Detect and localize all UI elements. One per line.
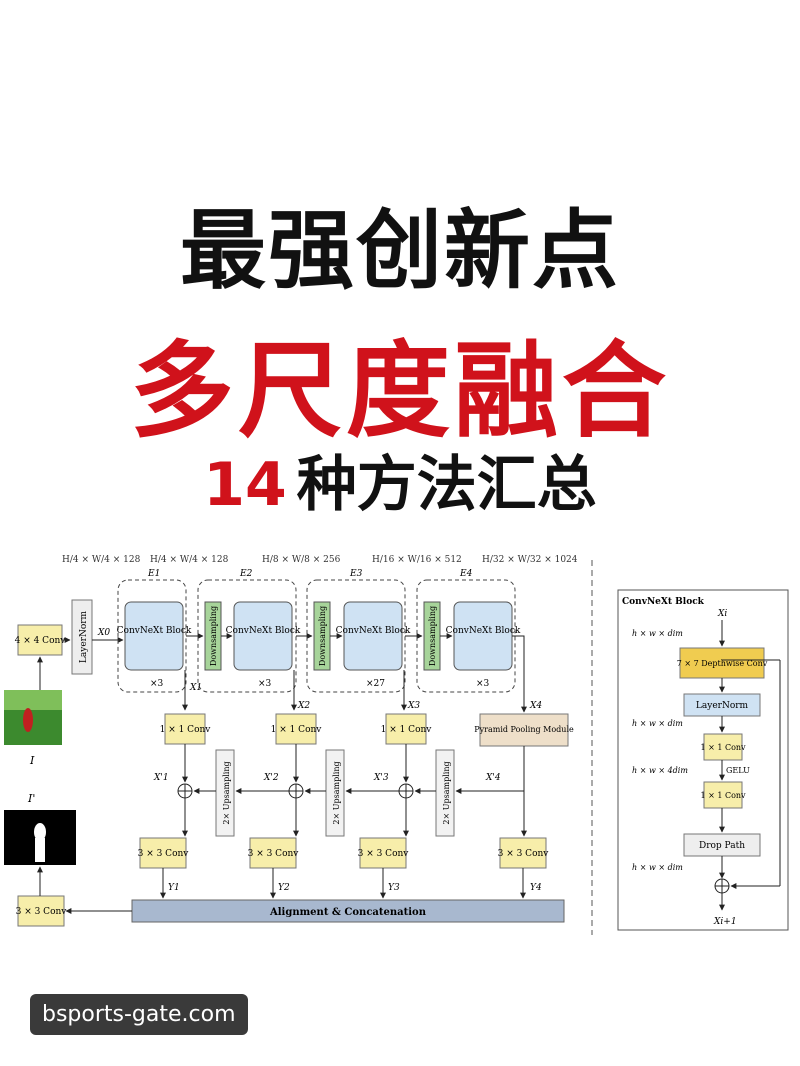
architecture-diagram: H/4 × W/4 × 128 H/4 × W/4 × 128 H/8 × W/… bbox=[4, 555, 789, 935]
conv3x3-3 bbox=[359, 837, 407, 869]
conv3x3-2 bbox=[249, 837, 297, 869]
block-label: ConvNeXt Block bbox=[117, 626, 192, 636]
gelu-label: GELU bbox=[726, 766, 750, 775]
conv1x1-3 bbox=[385, 713, 427, 745]
xp-label: X'3 bbox=[373, 773, 389, 783]
conv3x3-label: 3 × 3 Conv bbox=[358, 849, 410, 859]
alignment-label: Alignment & Concatenation bbox=[269, 907, 427, 918]
panel-conv-label: 1 × 1 Conv bbox=[700, 791, 746, 800]
encoder-stage-2 bbox=[197, 579, 297, 693]
panel-add-node bbox=[714, 878, 730, 894]
dim-label: h × w × dim bbox=[632, 629, 683, 638]
headline-topic: 多尺度融合 bbox=[129, 330, 670, 452]
upsampling-3 bbox=[435, 749, 455, 837]
block-label: ConvNeXt Block bbox=[446, 626, 521, 636]
conv3x3-4 bbox=[499, 837, 547, 869]
x-label: X3 bbox=[407, 701, 420, 711]
dim-label: H/32 × W/32 × 1024 bbox=[482, 555, 578, 565]
x-label: X1 bbox=[189, 683, 202, 693]
y-label: Y4 bbox=[530, 883, 542, 893]
add-node bbox=[177, 783, 193, 799]
upsampling-label: 2× Upsampling bbox=[332, 761, 341, 824]
depthwise-label: 7 × 7 Depthwise Conv bbox=[677, 659, 768, 668]
final-conv3x3 bbox=[17, 895, 65, 927]
x0-label: X0 bbox=[97, 628, 110, 638]
conv3x3-1 bbox=[139, 837, 187, 869]
conv3x3-label: 3 × 3 Conv bbox=[498, 849, 550, 859]
convnext-block-2 bbox=[233, 601, 293, 671]
block-label: ConvNeXt Block bbox=[226, 626, 301, 636]
conv3x3-label: 3 × 3 Conv bbox=[16, 907, 68, 917]
encoder-stage-3 bbox=[306, 579, 406, 693]
dim-label: h × w × 4dim bbox=[632, 766, 688, 775]
block-label: ConvNeXt Block bbox=[336, 626, 411, 636]
y-label: Y2 bbox=[278, 883, 290, 893]
drop-path-label: Drop Path bbox=[699, 841, 745, 851]
stage-label: E4 bbox=[459, 569, 473, 579]
dim-label: h × w × dim bbox=[632, 719, 683, 728]
y-label: Y3 bbox=[388, 883, 400, 893]
method-count: 14 bbox=[203, 450, 287, 520]
downsampling-label: Downsampling bbox=[428, 606, 437, 666]
convnext-block-1 bbox=[124, 601, 184, 671]
downsampling-label: Downsampling bbox=[209, 606, 218, 666]
depthwise-conv-box bbox=[679, 647, 765, 679]
x-label: X2 bbox=[297, 701, 310, 711]
conv1x1-label: 1 × 1 Conv bbox=[271, 725, 323, 735]
input-label: I bbox=[29, 754, 35, 767]
dim-label: H/4 × W/4 × 128 bbox=[62, 555, 141, 565]
panel-conv1x1-1 bbox=[703, 733, 743, 761]
panel-conv-label: 1 × 1 Conv bbox=[700, 743, 746, 752]
encoder-stage-1 bbox=[117, 579, 187, 693]
x-label: X4 bbox=[529, 701, 542, 711]
dim-label: h × w × dim bbox=[632, 863, 683, 872]
output-label: I' bbox=[27, 792, 35, 805]
repeat-label: ×27 bbox=[366, 679, 385, 689]
dim-label: H/4 × W/4 × 128 bbox=[150, 555, 229, 565]
xp-label: X'4 bbox=[485, 773, 501, 783]
stage-label: E1 bbox=[147, 569, 160, 579]
xi1-label: Xi+1 bbox=[713, 917, 737, 927]
panel-conv1x1-2 bbox=[703, 781, 743, 809]
ppm-label: Pyramid Pooling Module bbox=[474, 725, 574, 734]
xp-label: X'2 bbox=[263, 773, 279, 783]
layernorm-box bbox=[71, 599, 93, 675]
ppm-box bbox=[479, 713, 569, 747]
repeat-label: ×3 bbox=[258, 679, 272, 689]
encoder-stage-4 bbox=[416, 579, 516, 693]
conv1x1-label: 1 × 1 Conv bbox=[381, 725, 433, 735]
headline-main: 最强创新点 bbox=[180, 201, 620, 301]
downsampling-label: Downsampling bbox=[318, 606, 327, 666]
panel-layernorm-label: LayerNorm bbox=[696, 701, 749, 711]
repeat-label: ×3 bbox=[476, 679, 490, 689]
conv1x1-label: 1 × 1 Conv bbox=[160, 725, 212, 735]
dim-label: H/8 × W/8 × 256 bbox=[262, 555, 341, 565]
dim-label: H/16 × W/16 × 512 bbox=[372, 555, 462, 565]
panel-title: ConvNeXt Block bbox=[622, 597, 705, 607]
headline-sub-text: 种方法汇总 bbox=[296, 450, 597, 520]
convnext-block-3 bbox=[343, 601, 403, 671]
upsampling-label: 2× Upsampling bbox=[222, 761, 231, 824]
layernorm-label: LayerNorm bbox=[79, 610, 89, 663]
upsampling-2 bbox=[325, 749, 345, 837]
stage-label: E3 bbox=[349, 569, 363, 579]
upsampling-1 bbox=[215, 749, 235, 837]
stage-label: E2 bbox=[239, 569, 253, 579]
conv3x3-label: 3 × 3 Conv bbox=[248, 849, 300, 859]
convnext-block-4 bbox=[453, 601, 513, 671]
watermark-badge: bsports-gate.com bbox=[30, 994, 248, 1035]
conv4x4-label: 4 × 4 Conv bbox=[15, 636, 67, 646]
xi-label: Xi bbox=[717, 609, 727, 619]
upsampling-label: 2× Upsampling bbox=[442, 761, 451, 824]
conv1x1-2 bbox=[275, 713, 317, 745]
repeat-label: ×3 bbox=[150, 679, 164, 689]
convnext-panel bbox=[617, 589, 789, 931]
xp-label: X'1 bbox=[153, 773, 169, 783]
y-label: Y1 bbox=[168, 883, 180, 893]
conv3x3-label: 3 × 3 Conv bbox=[138, 849, 190, 859]
conv1x1-1 bbox=[164, 713, 206, 745]
